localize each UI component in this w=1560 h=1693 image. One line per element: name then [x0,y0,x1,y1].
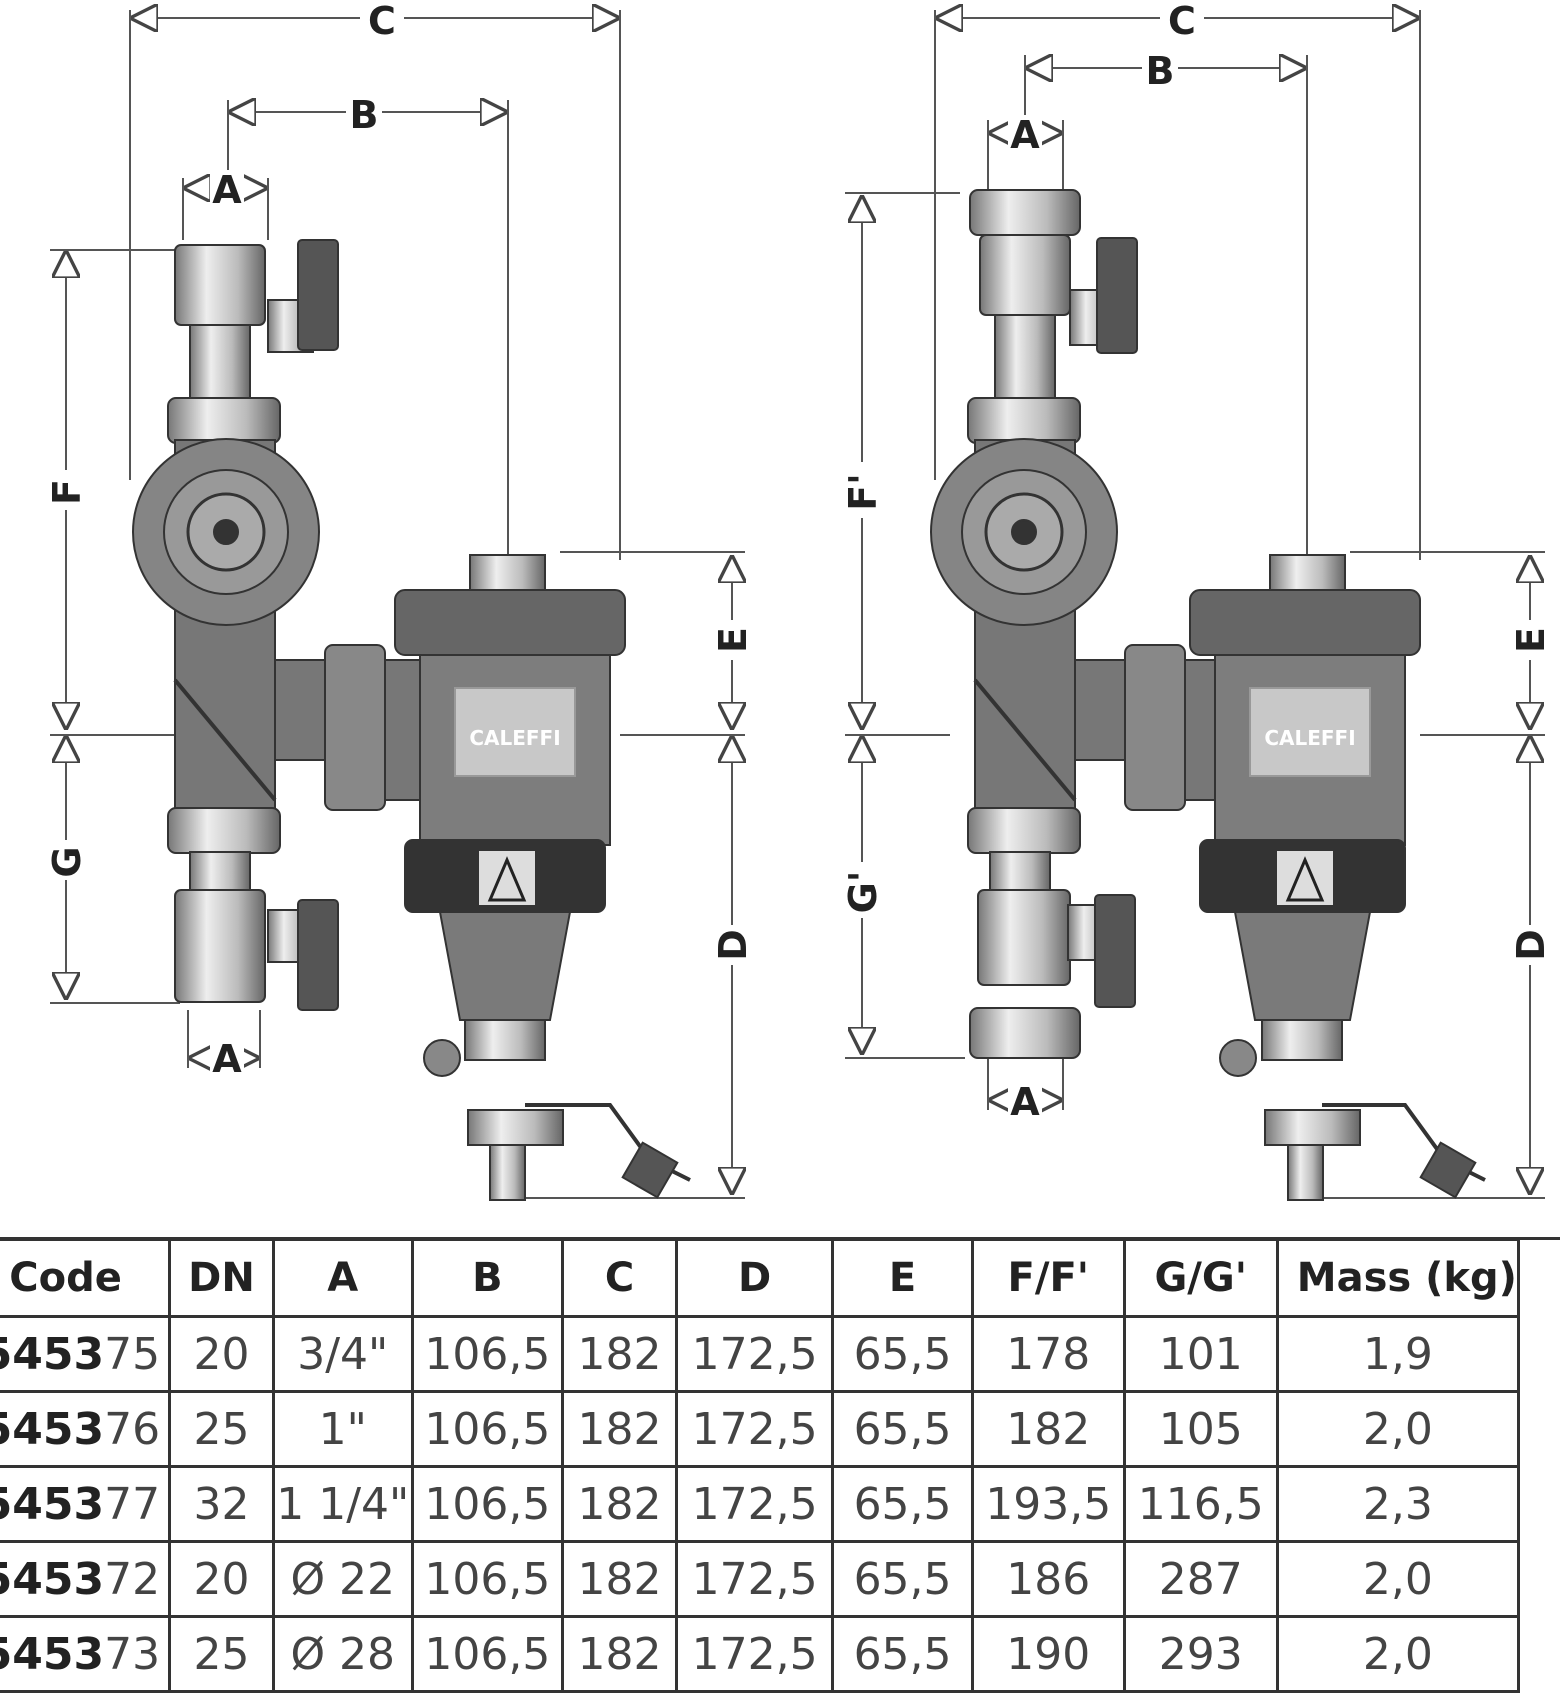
header-mass: Mass (kg) [1275,1238,1521,1318]
cell-b: 106,5 [410,1315,564,1393]
header-d: D [675,1238,835,1318]
header-code: Code [0,1238,172,1318]
cell-g: 105 [1122,1390,1279,1468]
cell-e: 65,5 [831,1540,974,1618]
table-top-rule [0,1237,1560,1240]
cell-c: 182 [560,1315,679,1393]
cell-b: 106,5 [410,1540,564,1618]
table-row: 545372 20 Ø 22 106,5 182 172,5 65,5 186 … [0,1540,1521,1618]
dim-label-b-right: B [1146,49,1175,93]
cell-code: 545376 [0,1390,172,1468]
table-row: 545375 20 3/4" 106,5 182 172,5 65,5 178 … [0,1315,1521,1393]
cell-d: 172,5 [675,1615,835,1693]
cell-e: 65,5 [831,1615,974,1693]
dim-label-a-bottom-left: A [212,1037,242,1081]
right-device: C B A A F' G' E D [841,0,1553,1201]
cell-g: 101 [1122,1315,1279,1393]
cell-d: 172,5 [675,1465,835,1543]
dim-label-f-prime: F' [841,473,885,511]
cell-b: 106,5 [410,1615,564,1693]
cell-e: 65,5 [831,1465,974,1543]
cell-mass: 2,0 [1275,1540,1521,1618]
cell-a: 3/4" [271,1315,414,1393]
cell-a: 1 1/4" [271,1465,414,1543]
cell-f: 186 [970,1540,1126,1618]
cell-mass: 2,0 [1275,1390,1521,1468]
cell-f: 193,5 [970,1465,1126,1543]
cell-c: 182 [560,1390,679,1468]
technical-drawing: C B A A F G E D [45,0,1553,1201]
cell-d: 172,5 [675,1540,835,1618]
cell-dn: 25 [168,1615,275,1693]
dim-label-e-right: E [1509,627,1553,653]
dim-label-f: F [45,479,89,505]
table-row: 545376 25 1" 106,5 182 172,5 65,5 182 10… [0,1390,1521,1468]
dim-label-g: G [45,846,89,877]
cell-dn: 32 [168,1465,275,1543]
cell-g: 287 [1122,1540,1279,1618]
cell-mass: 2,3 [1275,1465,1521,1543]
cell-a: Ø 28 [271,1615,414,1693]
cell-g: 116,5 [1122,1465,1279,1543]
cell-code: 545373 [0,1615,172,1693]
table-header-row: Code DN A B C D E F/F' G/G' Mass (kg) [0,1238,1521,1318]
header-g: G/G' [1122,1238,1279,1318]
cell-c: 182 [560,1615,679,1693]
dim-label-g-prime: G' [841,871,885,914]
table-row: 545377 32 1 1/4" 106,5 182 172,5 65,5 19… [0,1465,1521,1543]
cell-b: 106,5 [410,1390,564,1468]
header-f: F/F' [970,1238,1126,1318]
cell-e: 65,5 [831,1315,974,1393]
header-dn: DN [168,1238,275,1318]
left-device: C B A A F G E D [45,0,755,1201]
cell-dn: 25 [168,1390,275,1468]
cell-code: 545375 [0,1315,172,1393]
dimensions-table: Code DN A B C D E F/F' G/G' Mass (kg) 54… [0,1238,1521,1693]
cell-dn: 20 [168,1540,275,1618]
dim-label-d-right: D [1509,929,1553,961]
cell-mass: 2,0 [1275,1615,1521,1693]
brand-label-left: CALEFFI [469,726,560,750]
cell-code: 545377 [0,1465,172,1543]
cell-dn: 20 [168,1315,275,1393]
header-a: A [271,1238,414,1318]
brand-label-right: CALEFFI [1264,726,1355,750]
dim-label-c-left: C [368,0,396,43]
cell-e: 65,5 [831,1390,974,1468]
cell-d: 172,5 [675,1390,835,1468]
cell-c: 182 [560,1540,679,1618]
cell-f: 182 [970,1390,1126,1468]
cell-g: 293 [1122,1615,1279,1693]
dim-label-b-left: B [350,93,379,137]
dim-label-c-right: C [1168,0,1196,43]
dim-label-a-top-right: A [1010,113,1040,157]
cell-f: 190 [970,1615,1126,1693]
cell-a: Ø 22 [271,1540,414,1618]
cell-b: 106,5 [410,1465,564,1543]
cell-mass: 1,9 [1275,1315,1521,1393]
dim-label-a-bottom-right: A [1010,1080,1040,1124]
cell-code: 545372 [0,1540,172,1618]
dim-label-d-left: D [711,929,755,961]
header-b: B [410,1238,564,1318]
cell-f: 178 [970,1315,1126,1393]
table-row: 545373 25 Ø 28 106,5 182 172,5 65,5 190 … [0,1615,1521,1693]
cell-a: 1" [271,1390,414,1468]
cell-d: 172,5 [675,1315,835,1393]
header-e: E [831,1238,974,1318]
header-c: C [560,1238,679,1318]
cell-c: 182 [560,1465,679,1543]
dim-label-e-left: E [711,627,755,653]
dim-label-a-top-left: A [212,168,242,212]
